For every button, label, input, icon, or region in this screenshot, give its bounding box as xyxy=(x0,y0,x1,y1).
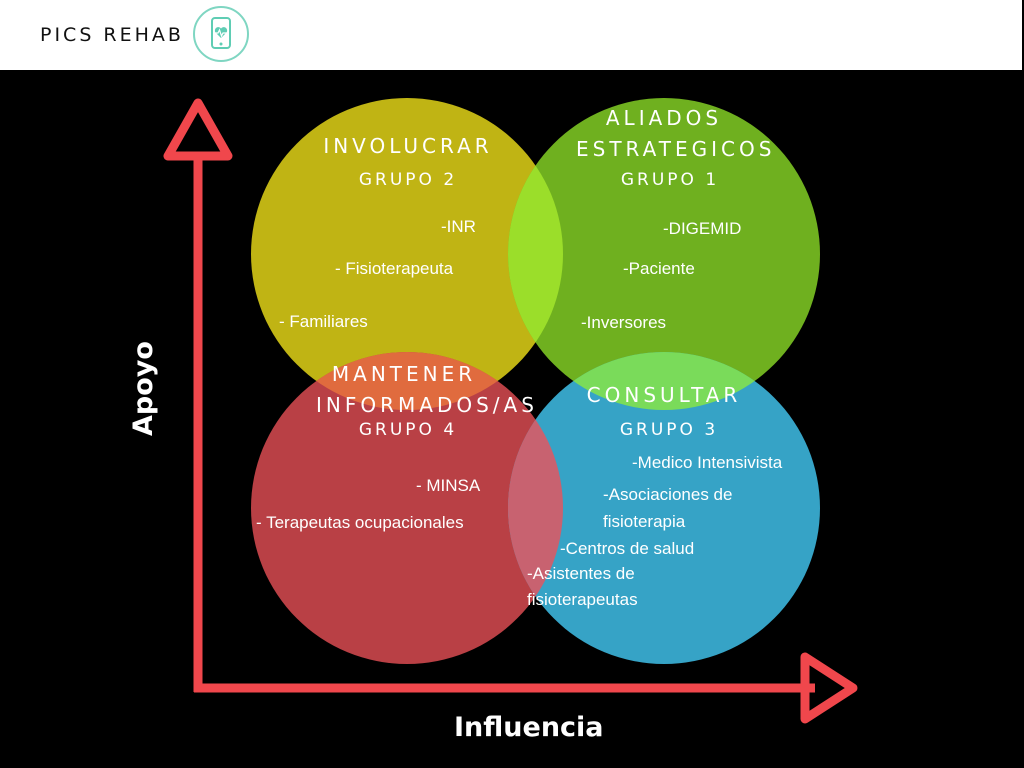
consultar-item: -Medico Intensivista xyxy=(632,453,783,472)
brand-title: PICS REHAB xyxy=(40,24,184,46)
mantener-item: - MINSA xyxy=(416,476,481,495)
consultar-item: -Centros de salud xyxy=(560,539,695,558)
stakeholder-diagram: Apoyo Influencia INVOLUCRAR GRUPO 2 -INR… xyxy=(0,70,1024,768)
involucrar-item: - Fisioterapeuta xyxy=(335,259,454,278)
aliados-item: -Inversores xyxy=(581,313,667,332)
involucrar-title: INVOLUCRAR xyxy=(323,134,493,158)
mantener-group: GRUPO 4 xyxy=(358,420,458,440)
mantener-item: - Terapeutas ocupacionales xyxy=(256,513,464,532)
consultar-item: fisioterapeutas xyxy=(527,590,638,609)
x-arrow-head xyxy=(800,652,858,724)
involucrar-group: GRUPO 2 xyxy=(358,170,458,190)
aliados-title: ESTRATEGICOS xyxy=(576,137,776,161)
aliados-group: GRUPO 1 xyxy=(620,170,720,190)
axis-arrows xyxy=(163,98,858,724)
consultar-title: CONSULTAR xyxy=(586,383,742,407)
aliados-item: -DIGEMID xyxy=(663,219,742,238)
aliados-title: ALIADOS xyxy=(605,106,723,130)
y-axis-label: Apoyo xyxy=(128,341,159,436)
y-arrow-head xyxy=(163,98,233,161)
consultar-item: fisioterapia xyxy=(603,512,686,531)
mantener-title: INFORMADOS/AS xyxy=(316,393,538,417)
circle-involucrar xyxy=(251,98,563,410)
circle-mantener xyxy=(251,352,563,664)
consultar-item: -Asociaciones de xyxy=(603,485,733,504)
aliados-item: -Paciente xyxy=(623,259,695,278)
phone-heart-icon xyxy=(193,6,249,62)
circle-consultar xyxy=(508,352,820,664)
circle-aliados xyxy=(508,98,820,410)
involucrar-item: - Familiares xyxy=(279,312,368,331)
consultar-group: GRUPO 3 xyxy=(619,420,719,440)
header-bar: PICS REHAB xyxy=(0,0,1022,70)
mantener-title: MANTENER xyxy=(331,362,477,386)
involucrar-item: -INR xyxy=(441,217,476,236)
x-axis-label: Influencia xyxy=(454,712,604,743)
consultar-item: -Asistentes de xyxy=(527,564,635,583)
